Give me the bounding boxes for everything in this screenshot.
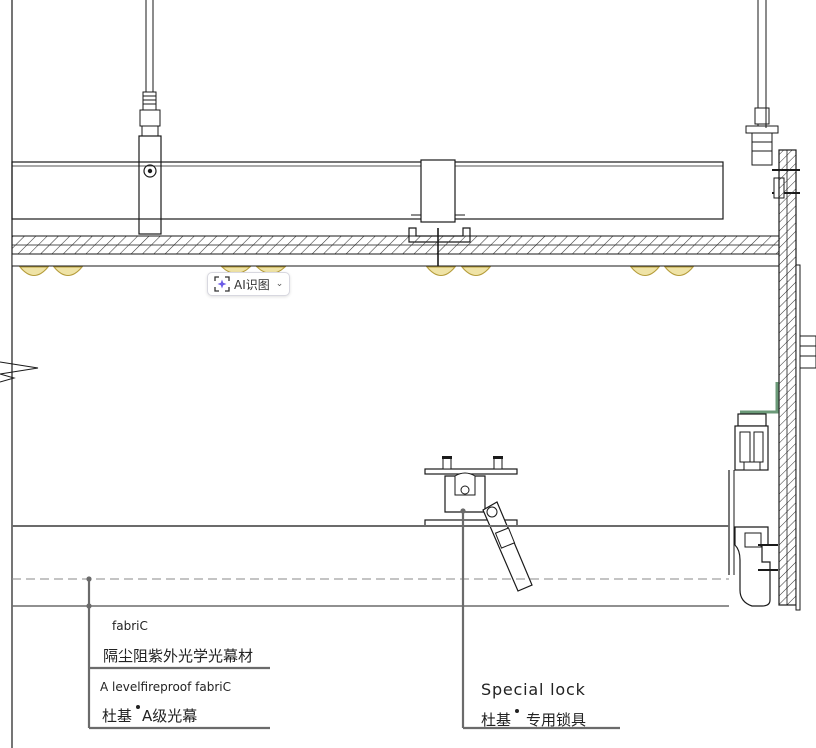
annotation-fabric-en: fabriC	[112, 619, 148, 633]
downlight-row	[18, 266, 695, 276]
annotation-lock-en: Special lock	[481, 680, 586, 699]
curtain-track-profile	[728, 413, 778, 607]
break-symbol	[0, 361, 39, 383]
main-beam	[11, 161, 724, 220]
bullet-dot	[515, 709, 519, 713]
special-lock-mechanism	[424, 456, 533, 592]
leader-dot	[86, 576, 92, 582]
leader-dot	[460, 508, 466, 514]
annotation-lock-cn-pre: 杜基	[481, 711, 511, 729]
leader-dot	[86, 603, 92, 609]
chevron-down-icon[interactable]: ⌄	[275, 279, 284, 289]
annotation-lock-cn-post: 专用锁具	[526, 711, 586, 729]
annotation-fabric-cn: 隔尘阻紫外光学光幕材	[103, 647, 253, 665]
ai-recognize-button[interactable]: AI识图 ⌄	[207, 272, 291, 296]
wall-bracket	[799, 335, 816, 369]
annotation-fireproof-cn-post: A级光幕	[142, 707, 197, 725]
c-channel-profile	[408, 159, 471, 243]
right-wall-hatch	[778, 149, 797, 606]
ai-sparkle-scan-icon	[214, 276, 230, 292]
hanger-rod-left	[138, 0, 162, 235]
ai-recognize-label: AI识图	[234, 277, 270, 292]
green-trim-bracket	[740, 382, 779, 414]
annotation-fireproof-en: A levelfireproof fabriC	[100, 680, 231, 694]
annotation-fireproof-cn-pre: 杜基	[102, 707, 132, 725]
bullet-dot	[136, 705, 140, 709]
